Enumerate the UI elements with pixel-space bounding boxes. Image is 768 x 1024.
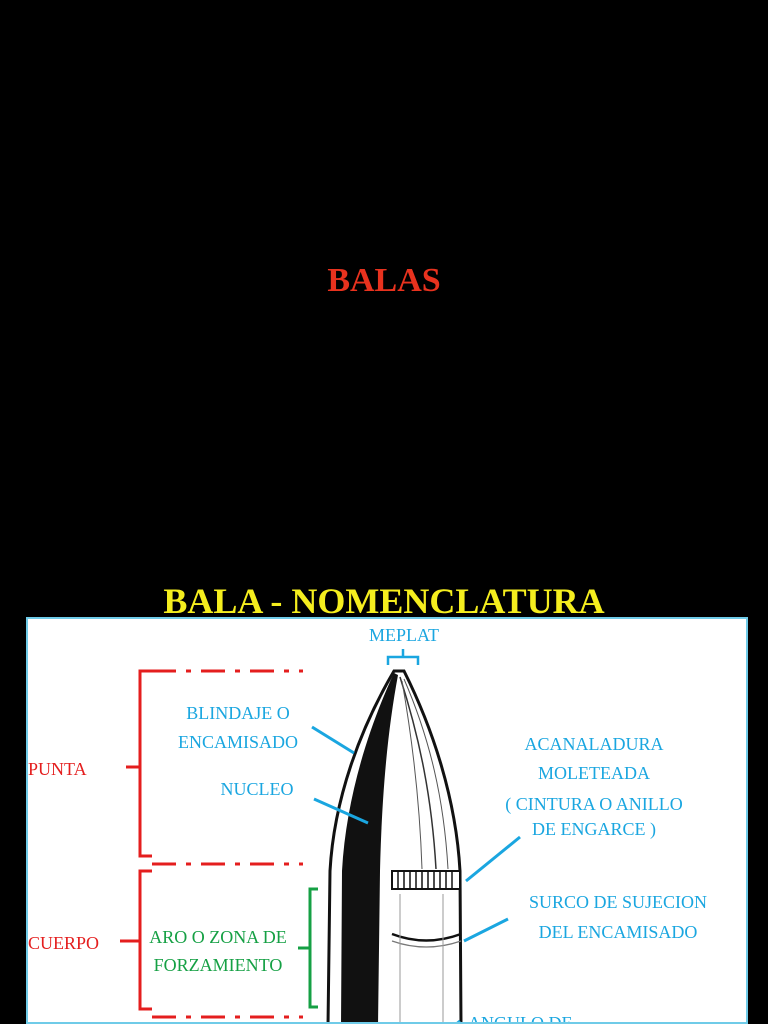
section-brackets xyxy=(120,669,303,1019)
leader-lines xyxy=(311,725,521,1022)
label-punta: PUNTA xyxy=(28,759,87,779)
forzamiento-bracket xyxy=(298,887,318,1009)
label-surco-2: DEL ENCAMISADO xyxy=(539,922,698,942)
label-surco-1: SURCO DE SUJECION xyxy=(529,892,707,912)
label-acanaladura-2: MOLETEADA xyxy=(538,763,650,783)
label-angulo-1: ANGULO DE xyxy=(468,1013,572,1024)
punta-bracket xyxy=(138,669,152,858)
label-nucleo: NUCLEO xyxy=(221,779,294,799)
leader-angulo xyxy=(456,1019,461,1022)
bullet-retaining-groove xyxy=(391,932,462,942)
bullet-diagram-panel: MEPLAT BLINDAJE O ENCAMISADO NUCLEO ACAN… xyxy=(26,617,748,1024)
label-aro-1: ARO O ZONA DE xyxy=(149,927,287,947)
slide-title-nomenclatura: BALA - NOMENCLATURA xyxy=(163,581,605,621)
label-acanaladura-4: DE ENGARCE ) xyxy=(532,819,656,840)
bullet-jacket-line-3 xyxy=(401,680,423,870)
bullet-jacket-line-1 xyxy=(399,676,437,870)
label-acanaladura-1: ACANALADURA xyxy=(525,734,664,754)
bullet-illustration xyxy=(326,669,463,1022)
label-meplat: MEPLAT xyxy=(369,625,439,645)
bullet-diagram: MEPLAT BLINDAJE O ENCAMISADO NUCLEO ACAN… xyxy=(28,625,707,1024)
label-aro-2: FORZAMIENTO xyxy=(154,955,283,975)
leader-acanaladura xyxy=(465,835,521,883)
leader-nucleo xyxy=(313,797,369,825)
label-acanaladura-3: ( CINTURA O ANILLO xyxy=(505,794,683,815)
bullet-core-shading xyxy=(341,673,398,1022)
bullet-jacket-line-2 xyxy=(403,678,449,870)
leader-surco xyxy=(463,917,509,943)
label-blindaje-2: ENCAMISADO xyxy=(178,732,298,752)
meplat-bracket xyxy=(386,649,420,665)
label-blindaje-1: BLINDAJE O xyxy=(186,703,290,723)
slide-title-balas: BALAS xyxy=(327,262,441,299)
leader-blindaje xyxy=(311,725,355,755)
bullet-knurled-groove xyxy=(391,870,461,890)
label-cuerpo: CUERPO xyxy=(28,933,99,953)
